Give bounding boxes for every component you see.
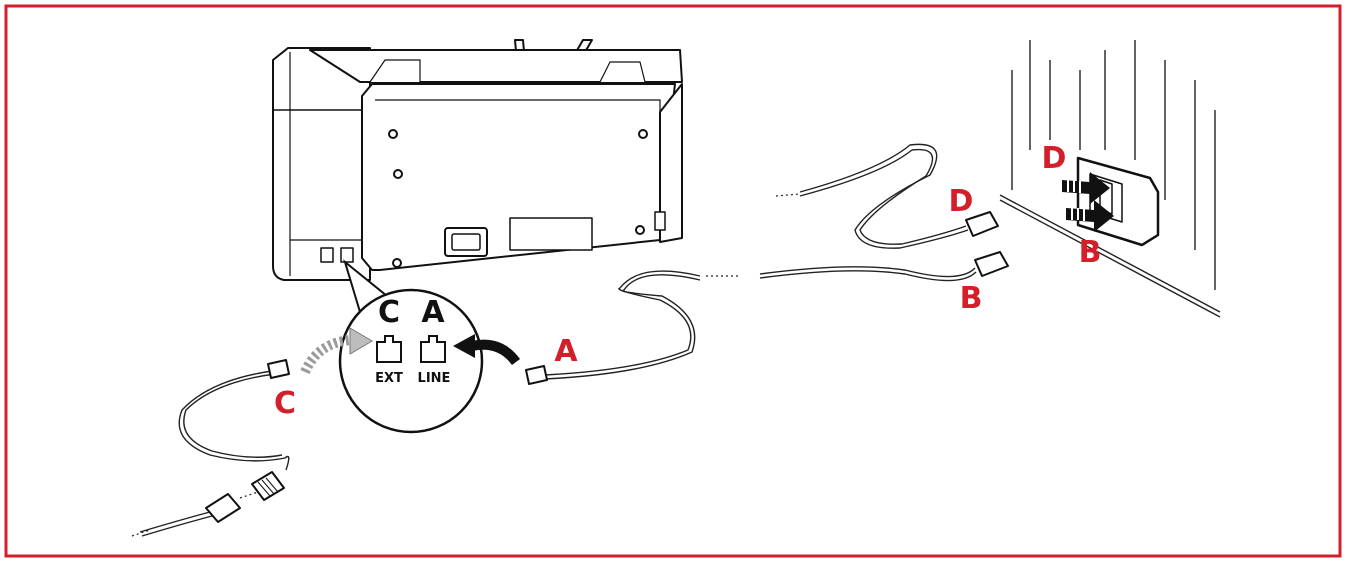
arrow-a-to-line — [470, 339, 521, 366]
label-a-cord: A — [554, 334, 578, 369]
callout-letter-a: A — [421, 295, 445, 330]
socket-arrows — [1062, 172, 1114, 232]
fax-machine-illustration — [272, 39, 683, 281]
label-d-wall: D — [1042, 141, 1067, 176]
label-b-wall: B — [1079, 235, 1102, 270]
line-filter — [251, 471, 285, 501]
label-c-cord: C — [274, 386, 296, 421]
port-line-label: LINE — [418, 371, 451, 386]
ext-port-icon — [376, 335, 402, 363]
cord-c — [178, 370, 290, 471]
label-b-cord: B — [960, 281, 983, 316]
cord-d — [799, 143, 969, 249]
arrow-a-head — [453, 334, 475, 358]
plug-d — [965, 211, 999, 237]
plug-c — [267, 359, 290, 379]
arrow-c-to-ext — [300, 335, 353, 375]
arrow-c-head — [349, 327, 373, 355]
callout-letter-c: C — [378, 295, 400, 330]
cord-lower — [139, 511, 211, 533]
label-d-cord: D — [949, 184, 974, 219]
plug-a — [525, 365, 548, 385]
line-port-icon — [420, 335, 446, 363]
port-ext-label: EXT — [375, 371, 403, 386]
port-callout: C A EXT LINE — [338, 288, 484, 434]
wall-illustration — [999, 40, 1221, 318]
plug-b — [974, 251, 1009, 277]
plug-lower — [205, 493, 241, 523]
cord-a — [544, 266, 977, 380]
